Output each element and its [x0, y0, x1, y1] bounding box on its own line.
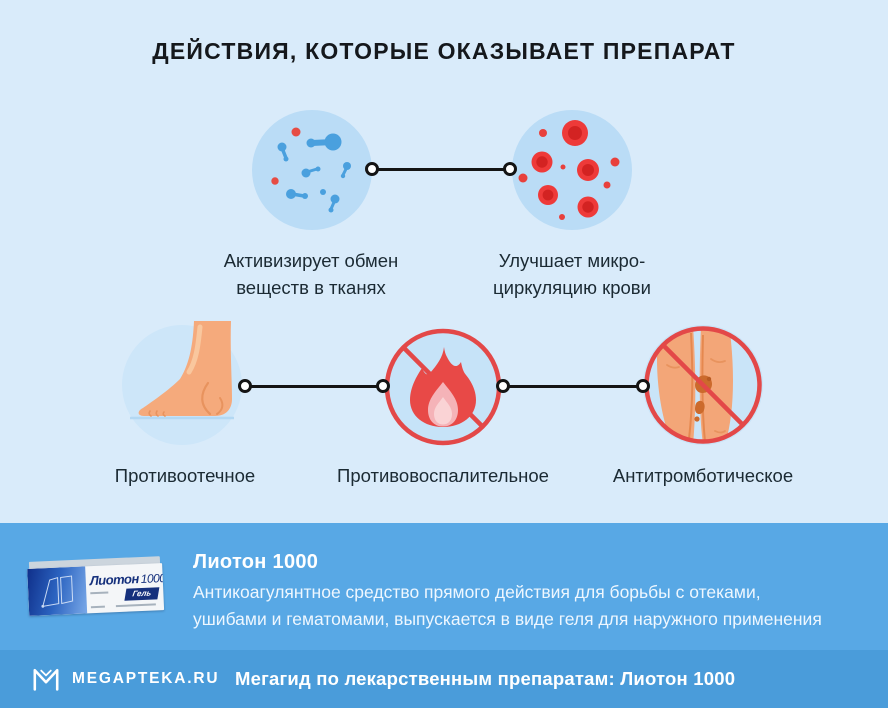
product-panel: Лиотон1000 Гель Лиотон 1000 Антикоагулян… — [0, 523, 888, 650]
effect-label-antithrombotic: Антитромботическое — [612, 465, 794, 486]
connector-line — [496, 379, 650, 393]
megapteka-logo-text: MEGAPTEKA.RU — [72, 670, 220, 687]
effect-label-antiinflammatory: Противовоспалительное — [337, 465, 549, 486]
connector-endpoint-dot — [376, 379, 390, 393]
connector-line — [365, 162, 517, 176]
footer-tagline: Мегагид по лекарственным препаратам: Лио… — [235, 668, 736, 689]
megapteka-logo-icon — [33, 668, 59, 691]
package-artwork — [27, 566, 88, 616]
product-description: Антикоагулянтное средство прямого действ… — [193, 582, 822, 629]
no-thrombosis-legs-icon — [643, 325, 763, 445]
page-title: ДЕЙСТВИЯ, КОТОРЫЕ ОКАЗЫВАЕТ ПРЕПАРАТ — [152, 38, 736, 64]
connector-endpoint-dot — [503, 162, 517, 176]
product-package-image: Лиотон1000 Гель — [27, 556, 165, 616]
package-form-badge: Гель — [124, 587, 160, 601]
footer-bar: MEGAPTEKA.RU Мегагид по лекарственным пр… — [0, 650, 888, 708]
effect-label-microcirculation: Улучшает микро- циркуляцию крови — [493, 250, 651, 298]
connector-line — [238, 379, 390, 393]
metabolism-molecules-icon — [252, 110, 372, 230]
no-inflammation-fire-icon — [384, 328, 502, 446]
effect-label-antiedema: Противоотечное — [114, 465, 256, 486]
package-brand-text: Лиотон1000 — [89, 570, 165, 589]
effect-label-metabolism: Активизирует обмен веществ в тканях — [223, 250, 399, 298]
blood-microcirculation-icon — [512, 110, 632, 230]
product-name: Лиотон 1000 — [193, 551, 319, 573]
connector-endpoint-dot — [636, 379, 650, 393]
swollen-foot-icon — [122, 321, 242, 445]
